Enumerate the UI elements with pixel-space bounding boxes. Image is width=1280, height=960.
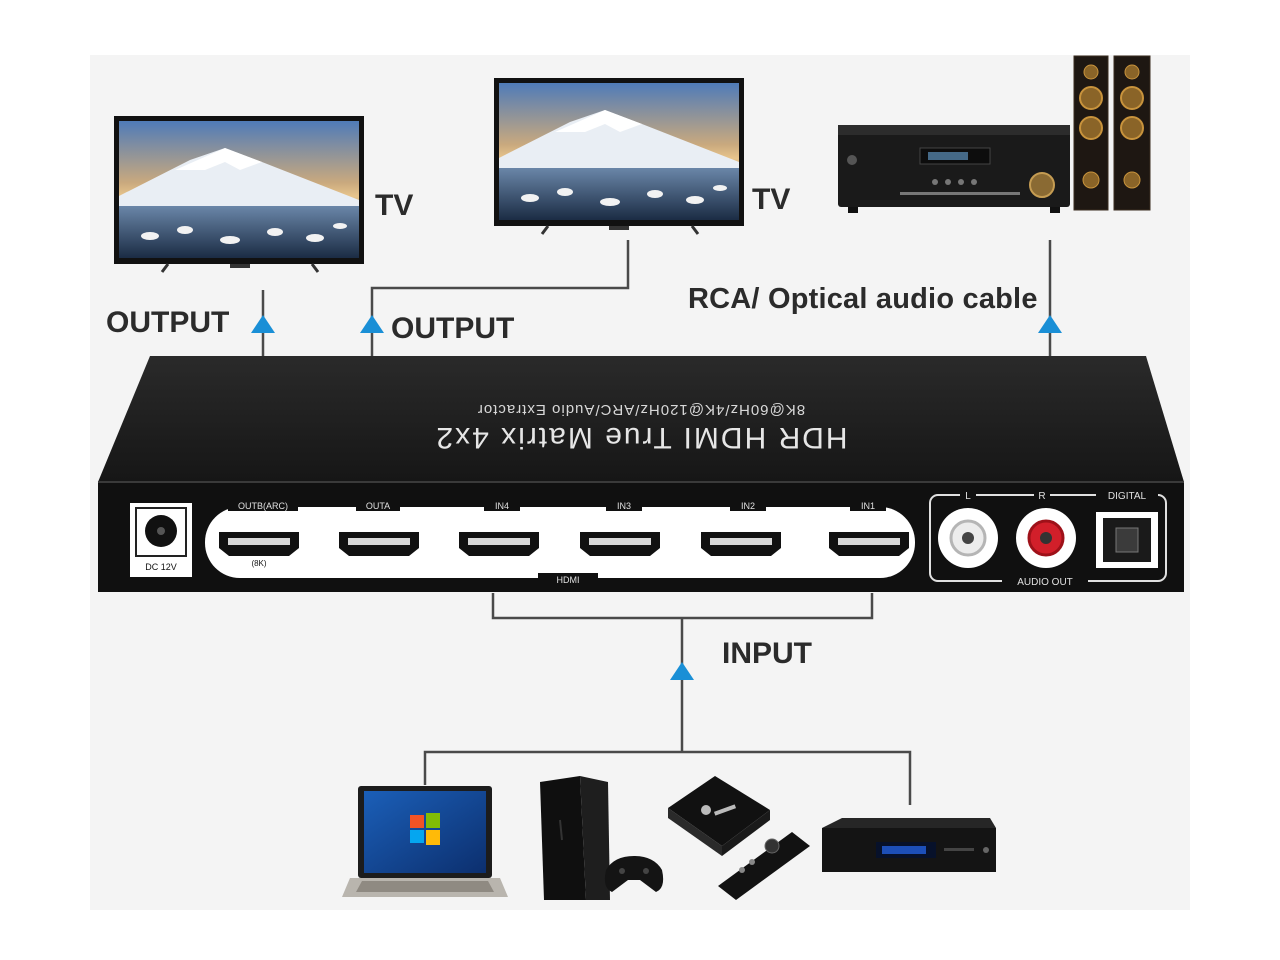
rca-right-jack[interactable] xyxy=(1016,508,1076,568)
device-title: HDR HDMI True Matrix 4x2 xyxy=(434,421,847,454)
hdmi-port-outa[interactable]: OUTA xyxy=(339,499,419,556)
rca-left-jack[interactable] xyxy=(938,508,998,568)
tv-label-left: TV xyxy=(375,189,414,222)
hdmi-port-outb[interactable]: OUTB(ARC) (8K) xyxy=(219,499,299,568)
hdmi-port-in3[interactable]: IN3 xyxy=(580,499,660,556)
audio-right-label: R xyxy=(1038,491,1045,502)
audio-left-label: L xyxy=(965,491,971,502)
connection-lines xyxy=(261,240,1052,805)
laptop-icon xyxy=(342,786,508,897)
optical-port[interactable] xyxy=(1096,512,1158,568)
port-label: OUTA xyxy=(366,501,390,511)
audio-out-label: AUDIO OUT xyxy=(1017,577,1073,588)
audio-digital-label: DIGITAL xyxy=(1108,491,1147,502)
tv-label-center: TV xyxy=(752,183,791,216)
port-label: IN4 xyxy=(495,501,509,511)
arrow-up-icon xyxy=(670,662,694,680)
dc-power-jack[interactable]: DC 12V xyxy=(130,503,192,577)
streaming-box-icon xyxy=(668,776,810,900)
arrows xyxy=(251,315,1062,680)
blu-ray-player-icon xyxy=(822,818,996,872)
power-label: DC 12V xyxy=(145,562,177,572)
hdmi-port-in4[interactable]: IN4 xyxy=(459,499,539,556)
port-label: IN3 xyxy=(617,501,631,511)
device-top-face xyxy=(98,356,1184,482)
game-console-icon xyxy=(540,776,664,900)
hdmi-port-in2[interactable]: IN2 xyxy=(701,499,781,556)
tv-icon xyxy=(494,78,744,235)
av-receiver-icon xyxy=(838,125,1070,213)
audio-out-panel: L R DIGITAL AUDIO OUT xyxy=(929,489,1167,588)
arrow-up-icon xyxy=(360,315,384,333)
output-label-center: OUTPUT xyxy=(391,312,515,345)
tv-icon xyxy=(114,116,364,273)
output-label-left: OUTPUT xyxy=(106,306,230,339)
hdmi-matrix-device: 8K@60Hz/4K@120Hz/ARC/Audio Extractor HDR… xyxy=(98,356,1184,592)
speaker-icon xyxy=(1073,55,1109,211)
port-label: IN2 xyxy=(741,501,755,511)
input-label: INPUT xyxy=(722,637,812,670)
port-sublabel: (8K) xyxy=(251,559,266,568)
arrow-up-icon xyxy=(251,315,275,333)
hdmi-port-in1[interactable]: IN1 xyxy=(829,499,909,556)
hdmi-port-panel xyxy=(205,507,915,578)
speaker-icon xyxy=(1113,55,1151,211)
line-input-bracket xyxy=(491,593,874,620)
device-subtitle: 8K@60Hz/4K@120Hz/ARC/Audio Extractor xyxy=(477,401,805,418)
arrow-up-icon xyxy=(1038,315,1062,333)
port-label: IN1 xyxy=(861,501,875,511)
hdmi-group-label: HDMI xyxy=(557,575,580,585)
line-source-bus xyxy=(423,750,912,805)
port-label: OUTB(ARC) xyxy=(238,501,288,511)
audio-cable-label: RCA/ Optical audio cable xyxy=(688,283,1038,315)
